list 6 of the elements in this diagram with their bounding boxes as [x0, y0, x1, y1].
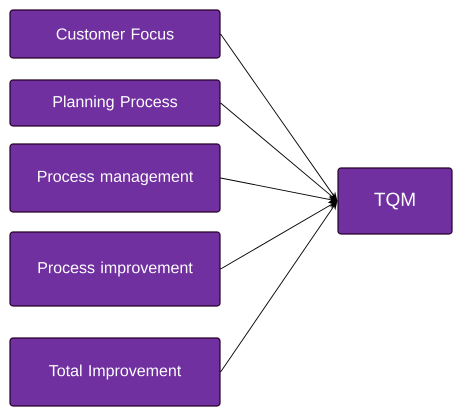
process-box: Process management: [9, 143, 221, 213]
process-box: Planning Process: [9, 79, 221, 127]
process-box: Process improvement: [9, 231, 221, 307]
process-box: Total Improvement: [9, 337, 221, 407]
process-box: Customer Focus: [9, 9, 221, 59]
process-box: TQM: [337, 167, 453, 235]
